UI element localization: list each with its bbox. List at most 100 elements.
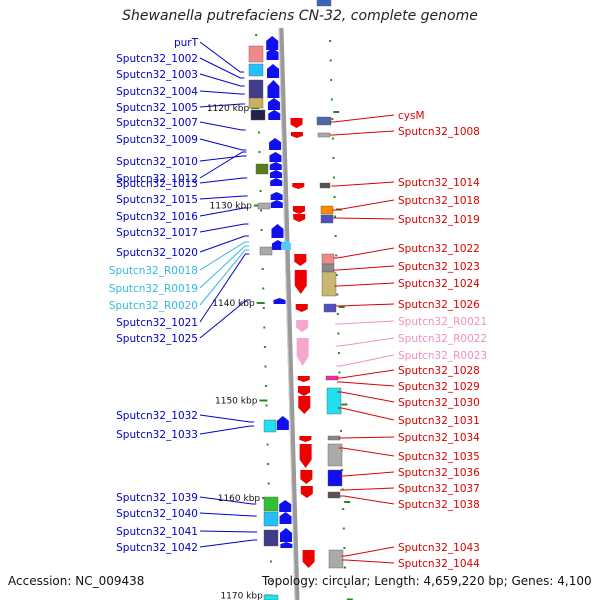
gene-domain-box [248,79,264,99]
gene-label[interactable]: Sputcn32_1007 [116,117,198,129]
gene-label[interactable]: Sputcn32_1022 [398,243,480,255]
gene-domain-box [321,263,335,273]
gene-label[interactable]: Sputcn32_1036 [398,467,480,479]
gene-domain-box [263,594,279,600]
gene-label[interactable]: Sputcn32_1041 [116,526,198,538]
gene-label[interactable]: Sputcn32_1020 [116,247,198,259]
leader-line [336,369,395,379]
gene-label[interactable]: Sputcn32_1029 [398,381,480,393]
gene-label[interactable]: Sputcn32_1028 [398,365,480,377]
gene-label[interactable]: Sputcn32_1026 [398,299,480,311]
minor-tick [263,346,266,348]
minor-tick [269,560,272,563]
gene-arrow-reverse [293,214,306,222]
gene-domain-box [320,205,334,215]
gene-domain-box [317,132,331,138]
minor-tick [265,404,268,407]
gene-label[interactable]: Sputcn32_1004 [116,86,198,98]
gene-label[interactable]: Sputcn32_1034 [398,432,480,444]
gene-label[interactable]: Sputcn32_1021 [116,317,198,329]
gene-label[interactable]: Sputcn32_1032 [116,410,198,422]
leader-line [199,496,257,505]
gene-label[interactable]: Sputcn32_1043 [398,542,480,554]
gene-arrow-reverse [300,486,313,498]
gene-label[interactable]: Sputcn32_1008 [398,126,480,138]
minor-tick [333,196,336,198]
leader-line [336,381,395,387]
gene-arrow-forward [268,110,281,120]
leader-line [199,223,249,233]
gene-label[interactable]: purT [174,37,199,49]
gene-label[interactable]: Sputcn32_1031 [398,415,480,427]
gene-label[interactable]: Sputcn32_1002 [116,53,198,65]
rna-arrow-reverse [296,320,309,332]
gene-arrow-forward [267,64,280,78]
gene-arrow-reverse [294,270,307,294]
gene-label[interactable]: Sputcn32_R0018 [109,265,198,277]
gene-arrow-forward [270,178,283,186]
gene-label[interactable]: Sputcn32_1039 [116,492,198,504]
leader-line [199,138,247,151]
leader-line [333,247,395,259]
gene-label[interactable]: Sputcn32_R0020 [109,300,198,312]
gene-domain-box [327,443,343,467]
gene-label[interactable]: Sputcn32_1012 [116,173,198,185]
gene-label[interactable]: Sputcn32_1038 [398,499,480,511]
gene-label[interactable]: Sputcn32_R0023 [398,350,487,362]
gene-domain-box [248,45,264,63]
strand-highlight [278,27,296,600]
gene-arrow-forward [267,80,280,98]
gene-label[interactable]: Sputcn32_1014 [398,177,480,189]
gene-arrow-reverse [299,444,312,468]
gene-label[interactable]: Sputcn32_1013 [116,178,198,190]
gene-label[interactable]: Sputcn32_1042 [116,542,198,554]
gene-label[interactable]: Sputcn32_1005 [116,102,198,114]
leader-line [339,487,395,491]
minor-tick [336,293,339,296]
gene-arrow-forward [267,98,280,110]
gene-label[interactable]: Sputcn32_1023 [398,261,480,273]
gene-label[interactable]: Sputcn32_1040 [116,508,198,520]
gene-arrow-reverse [299,436,312,442]
minor-tick [264,365,267,368]
gene-label[interactable]: Sputcn32_1009 [116,134,198,146]
minor-tick [338,371,341,374]
gene-domain-box [321,253,335,265]
leader-line [199,235,249,253]
minor-tick [257,131,260,134]
gene-label[interactable]: Sputcn32_R0022 [398,333,487,345]
gene-label[interactable]: Sputcn32_1016 [116,211,198,223]
gene-label[interactable]: Sputcn32_1024 [398,278,480,290]
strand-line [278,27,300,600]
gene-domain-box [263,511,279,527]
gene-label[interactable]: Sputcn32_1010 [116,156,198,168]
gene-label[interactable]: Sputcn32_1033 [116,429,198,441]
gene-label[interactable]: Sputcn32_1037 [398,483,480,495]
leader-line [341,546,395,557]
gene-label[interactable]: Sputcn32_1015 [116,194,198,206]
gene-label[interactable]: Sputcn32_1025 [116,333,198,345]
gene-label[interactable]: Sputcn32_1044 [398,558,480,570]
gene-arrow-forward [266,48,279,60]
gene-label[interactable]: cysM [398,110,425,122]
gene-label[interactable]: Sputcn32_1035 [398,451,480,463]
gene-label[interactable]: Sputcn32_1017 [116,227,198,239]
leader-line [199,539,258,548]
leader-line [336,354,395,367]
gene-arrow-forward [270,200,283,208]
scale-label: 1170 kbp [220,592,263,600]
minor-tick [335,274,338,276]
leader-line [199,207,249,217]
accession-text: Accession: NC_009438 [8,574,145,588]
minor-tick [329,59,332,62]
gene-label[interactable]: Sputcn32_R0019 [109,283,198,295]
gene-label[interactable]: Sputcn32_R0021 [398,316,487,328]
gene-label[interactable]: Sputcn32_1019 [398,214,480,226]
gene-arrow-forward [269,170,282,178]
minor-tick [259,190,262,192]
gene-label[interactable]: Sputcn32_1030 [398,397,480,409]
gene-label[interactable]: Sputcn32_1003 [116,69,198,81]
minor-tick [331,118,334,120]
gene-label[interactable]: Sputcn32_1018 [398,195,480,207]
gene-arrow-forward [280,542,293,548]
